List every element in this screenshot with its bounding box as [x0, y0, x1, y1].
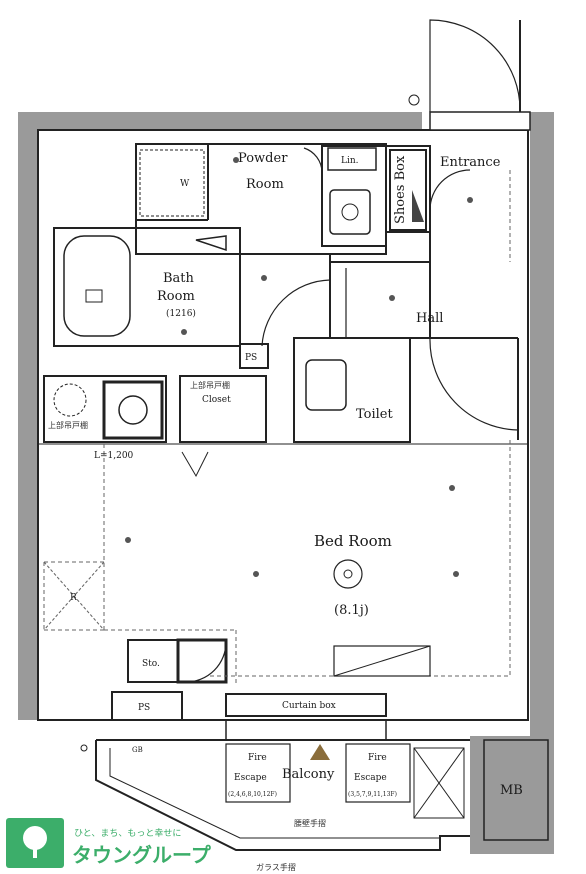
- toilet-icon: [305, 359, 347, 411]
- entrance-label: Entrance: [440, 155, 501, 170]
- handrail-bottom-label: ガラス手摺: [256, 862, 296, 872]
- fire-escape-right-floors: (3,5,7,9,11,13F): [348, 791, 397, 798]
- fire-escape-left-floors: (2,4,6,8,10,12F): [228, 791, 277, 798]
- closet-label: Closet: [202, 395, 231, 405]
- bath-room-label-1: Bath: [163, 271, 195, 286]
- linen-box: [327, 147, 377, 171]
- logo-tree-trunk: [33, 846, 37, 858]
- interior-walls: [38, 143, 528, 721]
- logo-tagline: ひと、まち、もっと幸せに: [74, 828, 181, 839]
- bed-room-size: (8.1j): [334, 603, 369, 618]
- toilet-label: Toilet: [356, 407, 393, 422]
- fire-escape-right-1: Fire: [368, 753, 387, 763]
- bath-room-label-2: Room: [157, 289, 195, 304]
- sink-icon: [53, 383, 87, 417]
- air-conditioner-line: [333, 645, 431, 677]
- balcony-label: Balcony: [282, 767, 335, 782]
- washing-machine-space: [139, 149, 205, 217]
- bath-room-size: (1216): [166, 308, 196, 319]
- fire-escape-right-2: Escape: [354, 773, 387, 783]
- entrance-door-frame: [429, 111, 531, 131]
- kitchen-upper-cabinet-label: 上部吊戸棚: [48, 420, 88, 430]
- outlet-dots: [125, 157, 473, 577]
- powder-room-label-1: Powder: [238, 151, 288, 166]
- door-swings: [185, 147, 519, 683]
- linen-label: Lin.: [341, 156, 359, 166]
- ceiling-light-icon: [333, 559, 363, 589]
- fire-escape-left-box: [225, 743, 291, 803]
- ceiling-light-center: [343, 569, 353, 579]
- stove-icon: [118, 395, 148, 425]
- unit-outline: [37, 129, 529, 721]
- bed-room-label: Bed Room: [314, 532, 392, 550]
- mb-box: [483, 739, 549, 841]
- fire-escape-right-box: [345, 743, 411, 803]
- bath-door-mark: [195, 235, 227, 252]
- shoes-box-label: Shoes Box: [393, 155, 408, 224]
- washer-letter: W: [180, 179, 190, 189]
- ps-bottom-label: PS: [138, 703, 150, 713]
- balcony-drain-icon: [80, 744, 88, 752]
- bathtub: [63, 235, 131, 337]
- mb-label: MB: [500, 783, 523, 798]
- basin-drain-icon: [341, 203, 359, 221]
- bath-drain-icon: [85, 289, 103, 303]
- storage-label: Sto.: [142, 659, 160, 669]
- fire-escape-left-2: Escape: [234, 773, 267, 783]
- refrigerator-cross-b: [43, 561, 105, 631]
- gb-label: GB: [132, 746, 143, 754]
- handrail-left-label: 腰壁手摺: [294, 818, 326, 828]
- ps-top-label: PS: [245, 353, 257, 363]
- curtain-box-label: Curtain box: [282, 701, 336, 711]
- wash-basin-icon: [329, 189, 371, 235]
- balcony: [95, 719, 549, 851]
- powder-room-label-2: Room: [246, 177, 284, 192]
- shoes-box-outline: [389, 149, 427, 231]
- fire-escape-left-1: Fire: [248, 753, 267, 763]
- logo-name: タウングループ: [72, 843, 212, 867]
- air-conditioner: [333, 645, 431, 677]
- balcony-arrow-icon: [310, 744, 330, 760]
- kitchen-length-label: L=1,200: [94, 451, 134, 461]
- shoes-box-mark: [412, 190, 424, 222]
- hall-label: Hall: [416, 311, 443, 326]
- closet-door-mark: [181, 451, 209, 478]
- refrigerator-letter: R: [70, 593, 77, 603]
- entrance-door-swing: [429, 19, 521, 113]
- company-logo: ひと、まち、もっと幸せに タウングループ: [6, 818, 212, 868]
- entrance-sensor-icon: [408, 94, 420, 106]
- closet-upper-cabinet-label: 上部吊戸棚: [190, 380, 230, 390]
- logo-tree-crown: [23, 826, 47, 850]
